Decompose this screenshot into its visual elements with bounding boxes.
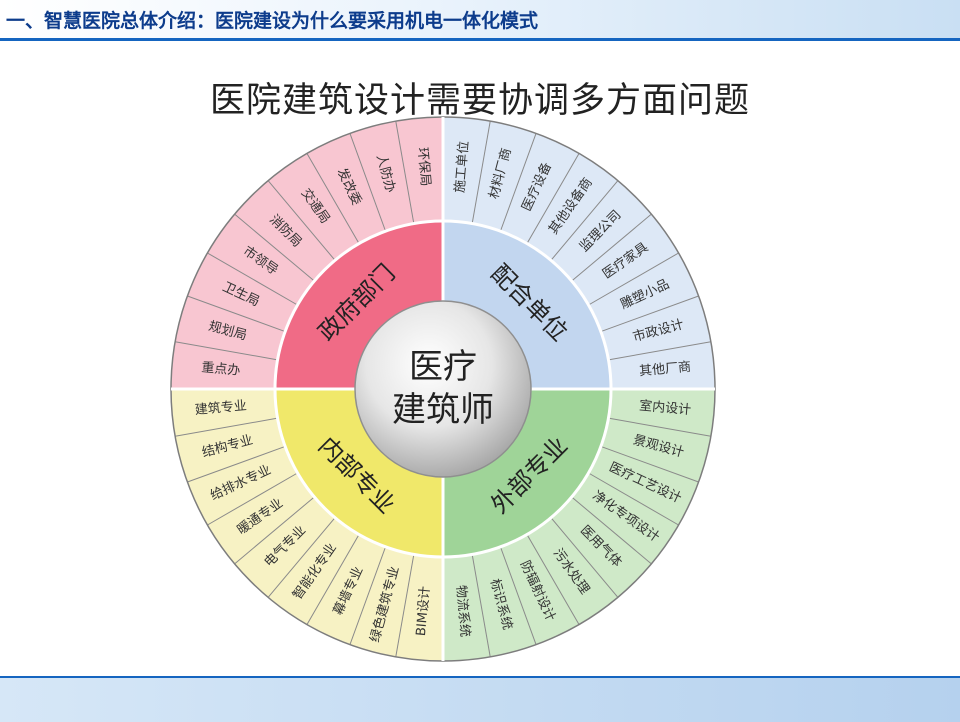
segment-divider [550, 180, 619, 261]
segment-divider [588, 472, 679, 526]
segment-divider [499, 546, 537, 645]
stakeholder-label: 物流系统 [453, 585, 472, 638]
segment-divider [608, 341, 711, 361]
segment-divider [571, 213, 652, 282]
stakeholder-label: 环保局 [414, 147, 432, 187]
segment-divider [306, 534, 360, 625]
center-label-line2: 建筑师 [392, 390, 494, 430]
segment-divider [349, 133, 387, 232]
stakeholder-label: BIM设计 [414, 586, 433, 637]
segment-divider [608, 417, 711, 437]
segment-divider [571, 496, 652, 565]
segment-divider [234, 213, 315, 282]
segment-divider [267, 180, 336, 261]
segment-divider [471, 121, 491, 224]
header-title: 一、智慧医院总体介绍：医院建设为什么要采用机电一体化模式 [6, 10, 539, 32]
segment-divider [175, 341, 278, 361]
stakeholder-label: 室内设计 [639, 398, 692, 418]
segment-divider [267, 517, 336, 598]
stakeholder-label: 其他厂商 [639, 360, 692, 379]
stakeholder-label: 建筑专业 [194, 398, 247, 418]
segment-divider [207, 472, 298, 526]
segment-divider [600, 295, 699, 333]
stakeholder-label: 重点办 [201, 359, 241, 378]
segment-divider [349, 546, 387, 645]
center-label-line1: 医疗 [409, 347, 477, 387]
segment-divider [395, 121, 415, 224]
segment-divider [600, 445, 699, 483]
segment-divider [175, 417, 278, 437]
segment-divider [395, 554, 415, 657]
segment-divider [588, 252, 679, 306]
center-circle [354, 300, 532, 478]
segment-divider [187, 295, 286, 333]
footer-bar [0, 676, 960, 722]
header-bar: 一、智慧医院总体介绍：医院建设为什么要采用机电一体化模式 [0, 0, 960, 41]
segment-divider [499, 133, 537, 232]
segment-divider [526, 153, 580, 244]
segment-divider [234, 496, 315, 565]
segment-divider [526, 534, 580, 625]
segment-divider [550, 517, 619, 598]
main-title: 医院建筑设计需要协调多方面问题 [209, 81, 750, 121]
segment-divider [306, 153, 360, 244]
segment-divider [187, 445, 286, 483]
segment-divider [471, 554, 491, 657]
segment-divider [207, 252, 298, 306]
stakeholder-label: 施工单位 [453, 140, 472, 193]
